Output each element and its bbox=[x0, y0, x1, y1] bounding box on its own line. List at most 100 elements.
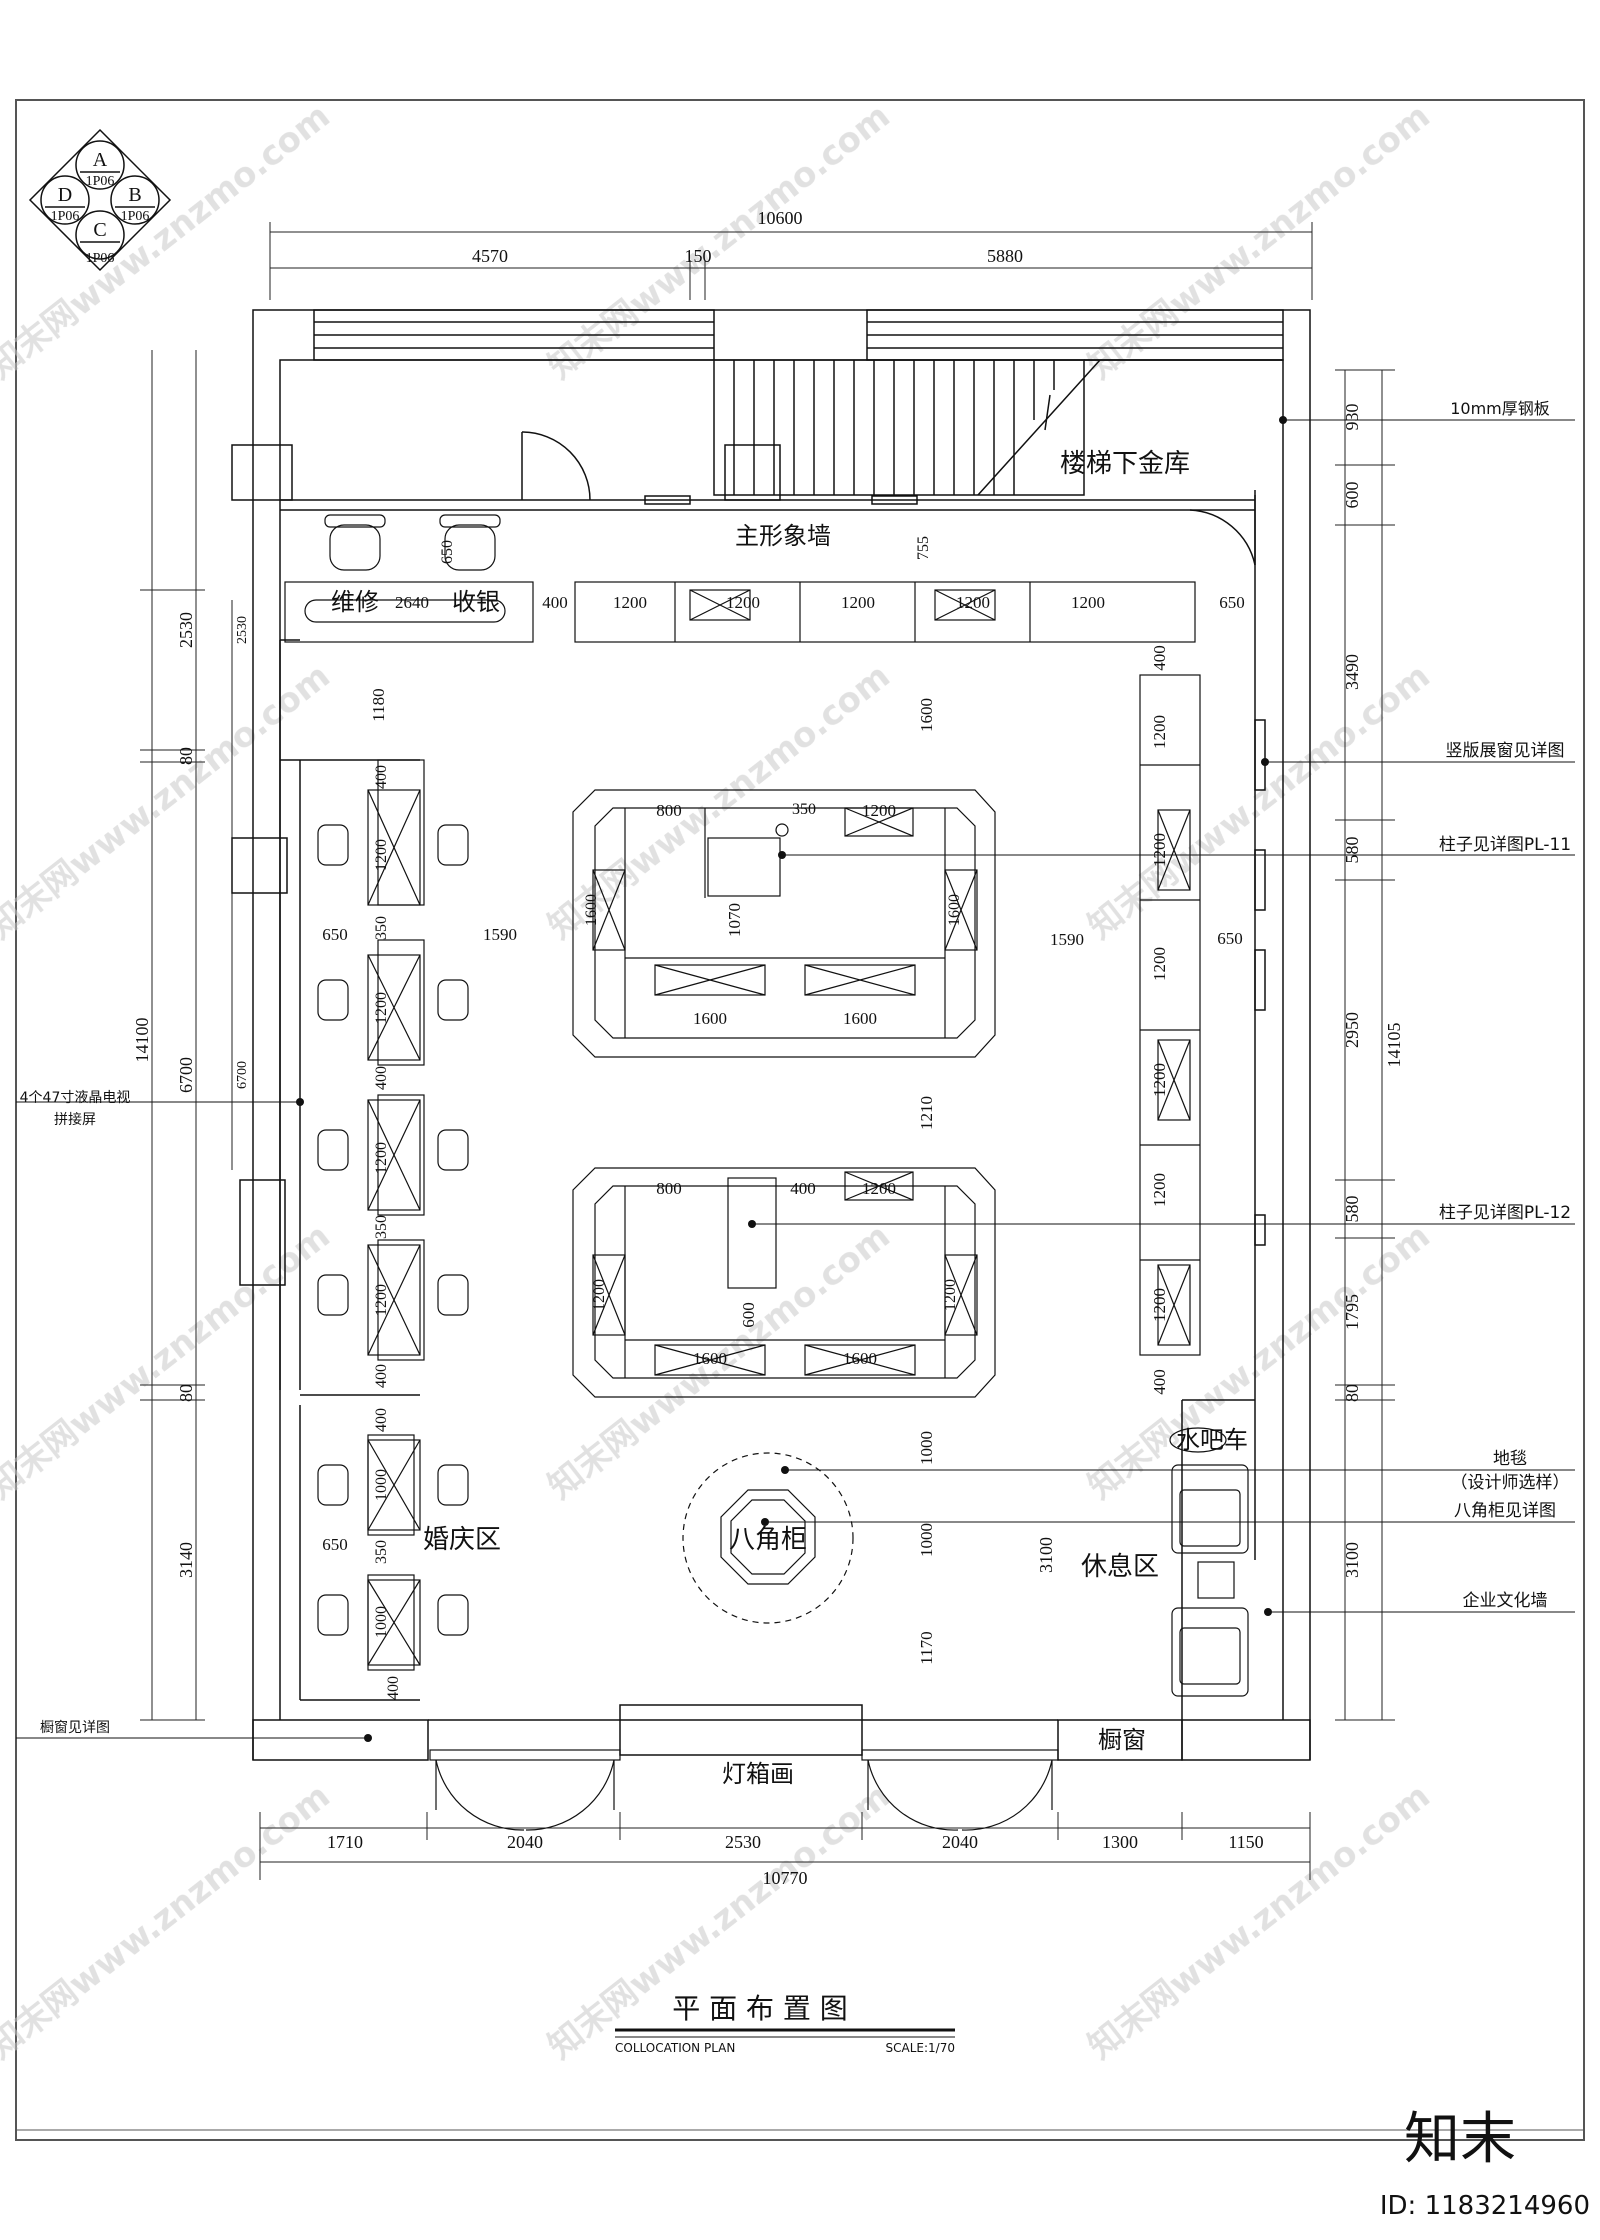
dim-label: 1200 bbox=[726, 593, 760, 612]
label-bar-cart: 水吧车 bbox=[1176, 1426, 1248, 1454]
right-counter-column bbox=[1139, 674, 1201, 1356]
dim-label: 400 bbox=[373, 765, 390, 789]
dim-label: 1200 bbox=[942, 1279, 959, 1311]
dim-label: 1210 bbox=[917, 1096, 936, 1130]
label-stair-vault: 楼梯下金库 bbox=[1060, 449, 1190, 479]
dim-label: 400 bbox=[1150, 645, 1169, 671]
dim-label: 1000 bbox=[373, 1469, 390, 1501]
dim-label: 650 bbox=[1219, 593, 1245, 612]
dim-label: 400 bbox=[373, 1364, 390, 1388]
dim-label: 350 bbox=[792, 801, 816, 818]
dim-bottom-4: 2040 bbox=[942, 1832, 978, 1852]
note-carpet-sub: （设计师选样） bbox=[1451, 1473, 1570, 1493]
dim-label: 1200 bbox=[1150, 1063, 1169, 1097]
watermark-layer: 知末网www.znzmo.com 知末网www.znzmo.com 知末网www… bbox=[0, 96, 1438, 2067]
entrance-doors bbox=[429, 1749, 1059, 1831]
watermark: 知末网www.znzmo.com bbox=[0, 656, 338, 947]
watermark: 知末网www.znzmo.com bbox=[1081, 1776, 1438, 2067]
dim-bottom-5: 1300 bbox=[1102, 1832, 1138, 1852]
dim-label: 1200 bbox=[1150, 715, 1169, 749]
dim-label: 3100 bbox=[1036, 1537, 1056, 1573]
dim-label: 1600 bbox=[843, 1009, 877, 1028]
label-shop-window: 橱窗 bbox=[1098, 1726, 1146, 1754]
dim-label: 400 bbox=[385, 1676, 402, 1700]
dim-label: 350 bbox=[373, 1540, 390, 1564]
drawing-scale: SCALE:1/70 bbox=[886, 2041, 955, 2055]
dim-label: 1170 bbox=[917, 1631, 936, 1664]
note-tv-2: 拼接屏 bbox=[54, 1111, 96, 1128]
label-image-wall: 主形象墙 bbox=[735, 522, 831, 550]
label-cashier: 收银 bbox=[452, 588, 500, 616]
dim-left-5: 3140 bbox=[176, 1542, 196, 1578]
dim-top-2: 150 bbox=[685, 246, 712, 266]
watermark: 知末网www.znzmo.com bbox=[1081, 656, 1438, 947]
dim-right-3: 3490 bbox=[1342, 654, 1362, 690]
dim-label: 1000 bbox=[917, 1523, 936, 1557]
dim-bottom-total: 10770 bbox=[763, 1868, 808, 1888]
note-octagon-detail: 八角柜见详图 bbox=[1454, 1501, 1556, 1521]
dim-label: 1200 bbox=[862, 1179, 896, 1198]
dim-left-3: 6700 bbox=[176, 1057, 196, 1093]
note-tv-1: 4个47寸液晶电视 bbox=[20, 1090, 131, 1106]
dim-top-total: 10600 bbox=[758, 208, 803, 228]
marker-d: D bbox=[58, 184, 72, 206]
dim-label: 1200 bbox=[373, 1142, 390, 1174]
leader-lines bbox=[16, 419, 1575, 1739]
dim-label: 400 bbox=[373, 1408, 390, 1432]
dim-top-1: 4570 bbox=[472, 246, 508, 266]
dim-label: 1200 bbox=[1150, 1288, 1169, 1322]
dim-label: 1200 bbox=[373, 1284, 390, 1316]
note-pillar-1: 柱子见详图PL-11 bbox=[1439, 835, 1571, 855]
note-steel: 10mm厚钢板 bbox=[1450, 399, 1550, 418]
dim-right-total: 14105 bbox=[1384, 1023, 1404, 1068]
dim-label: 650 bbox=[439, 540, 456, 564]
marker-a: A bbox=[93, 149, 108, 171]
dim-label: 1200 bbox=[1150, 947, 1169, 981]
watermark: 知末网www.znzmo.com bbox=[0, 96, 338, 387]
dim-label: 1600 bbox=[693, 1349, 727, 1368]
dim-label: 1600 bbox=[917, 698, 936, 732]
dim-label: 400 bbox=[1150, 1369, 1169, 1395]
dim-label: 800 bbox=[656, 801, 682, 820]
dim-label: 1200 bbox=[841, 593, 875, 612]
dim-left-2: 80 bbox=[176, 747, 196, 765]
dim-right-9: 3100 bbox=[1342, 1542, 1362, 1578]
section-marker bbox=[28, 128, 172, 272]
dim-label: 1180 bbox=[369, 688, 388, 721]
dim-label: 2640 bbox=[395, 593, 429, 612]
dim-left-1: 2530 bbox=[176, 612, 196, 648]
dim-label: 1600 bbox=[843, 1349, 877, 1368]
note-pillar-2: 柱子见详图PL-12 bbox=[1439, 1203, 1571, 1223]
label-wedding: 婚庆区 bbox=[423, 1525, 501, 1555]
watermark: 知末网www.znzmo.com bbox=[0, 1216, 338, 1507]
dim-bottom-6: 1150 bbox=[1228, 1832, 1263, 1852]
dim-right-2: 600 bbox=[1342, 482, 1362, 509]
display-island-2 bbox=[572, 1167, 996, 1398]
octagon-cabinet bbox=[682, 1452, 854, 1624]
drawing-title: 平 面 布 置 图 bbox=[672, 1992, 848, 2025]
dim-right-4: 580 bbox=[1342, 837, 1362, 864]
label-lounge: 休息区 bbox=[1081, 1552, 1159, 1582]
sheet-frame bbox=[15, 99, 1585, 2141]
dim-label: 650 bbox=[322, 1535, 348, 1554]
watermark: 知末网www.znzmo.com bbox=[0, 1776, 338, 2067]
watermark: 知末网www.znzmo.com bbox=[1081, 96, 1438, 387]
dim-label: 1000 bbox=[917, 1431, 936, 1465]
marker-c-code: 1P06 bbox=[86, 251, 115, 266]
dim-bottom-3: 2530 bbox=[725, 1832, 761, 1852]
dim-label: 1200 bbox=[1150, 1173, 1169, 1207]
note-culture-wall: 企业文化墙 bbox=[1463, 1591, 1548, 1611]
dim-label: 1590 bbox=[483, 925, 517, 944]
dim-label: 1600 bbox=[946, 894, 963, 926]
watermark: 知末网www.znzmo.com bbox=[1081, 1216, 1438, 1507]
dim-right-8: 80 bbox=[1342, 1384, 1362, 1402]
cashier-chairs bbox=[324, 514, 501, 571]
dim-label: 800 bbox=[656, 1179, 682, 1198]
dim-bottom-1: 1710 bbox=[327, 1832, 363, 1852]
dim-left-4: 80 bbox=[176, 1384, 196, 1402]
display-island-1 bbox=[572, 789, 996, 1058]
dim-label: 400 bbox=[790, 1179, 816, 1198]
dim-left-inner-2: 6700 bbox=[235, 1061, 250, 1089]
dim-label: 1200 bbox=[1150, 833, 1169, 867]
watermark: 知末网www.znzmo.com bbox=[541, 96, 898, 387]
